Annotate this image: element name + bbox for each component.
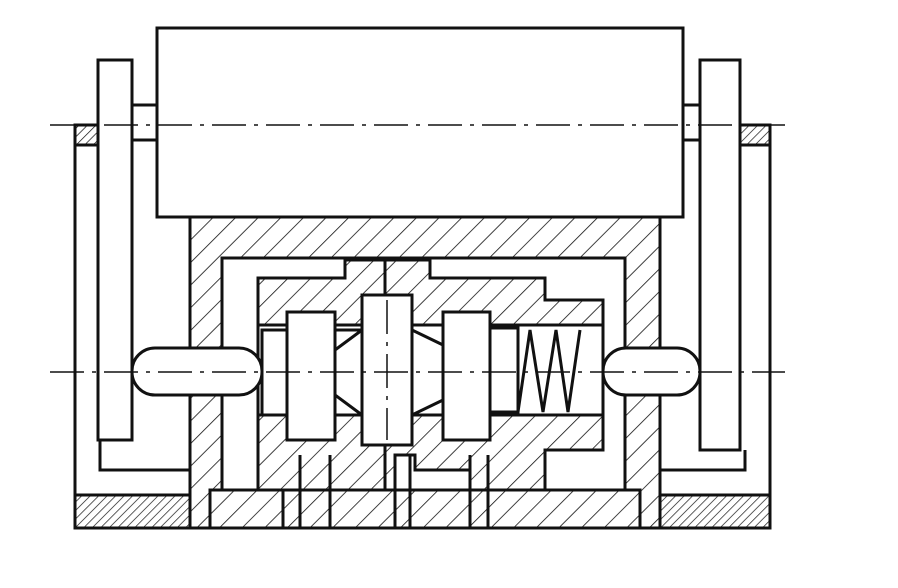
left-wheel [96,58,134,442]
drum [155,26,685,219]
left-frame [73,123,192,530]
right-wheel [698,58,742,452]
